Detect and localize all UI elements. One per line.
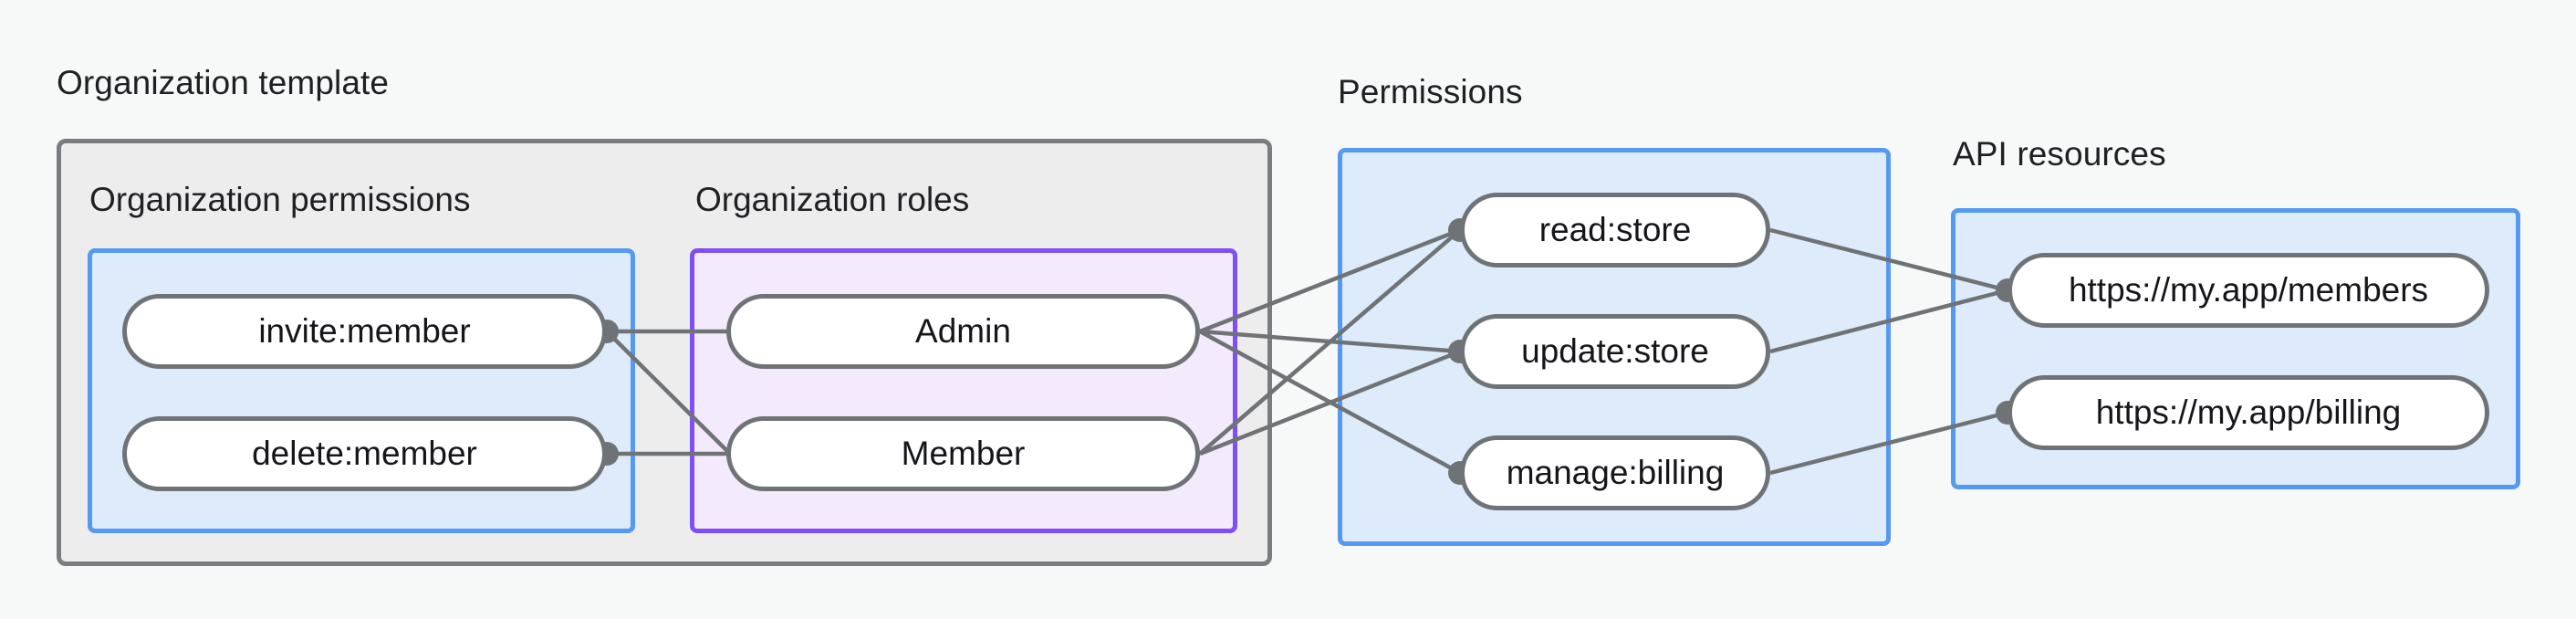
permissions-title: Permissions [1338,73,1523,110]
node-update-store-label: update:store [1521,332,1709,370]
node-invite-member[interactable]: invite:member [122,294,607,369]
node-read-store[interactable]: read:store [1460,193,1770,268]
node-manage-billing[interactable]: manage:billing [1460,435,1770,510]
node-member[interactable]: Member [726,416,1200,491]
node-manage-billing-label: manage:billing [1506,454,1725,491]
node-read-store-label: read:store [1538,211,1692,248]
node-admin-label: Admin [915,312,1011,350]
node-members-url[interactable]: https://my.app/members [2008,253,2489,328]
node-billing-url-label: https://my.app/billing [2095,393,2402,431]
node-update-store[interactable]: update:store [1460,314,1770,389]
node-delete-member-label: delete:member [252,435,477,472]
organization-template-title: Organization template [57,64,390,101]
node-admin[interactable]: Admin [726,294,1200,369]
node-members-url-label: https://my.app/members [2068,271,2429,309]
organization-roles-title: Organization roles [695,181,970,218]
api-resources-title: API resources [1953,135,2166,173]
node-delete-member[interactable]: delete:member [122,416,607,491]
node-member-label: Member [901,435,1026,472]
node-invite-member-label: invite:member [258,312,471,350]
node-billing-url[interactable]: https://my.app/billing [2008,375,2489,450]
organization-permissions-title: Organization permissions [89,181,471,218]
